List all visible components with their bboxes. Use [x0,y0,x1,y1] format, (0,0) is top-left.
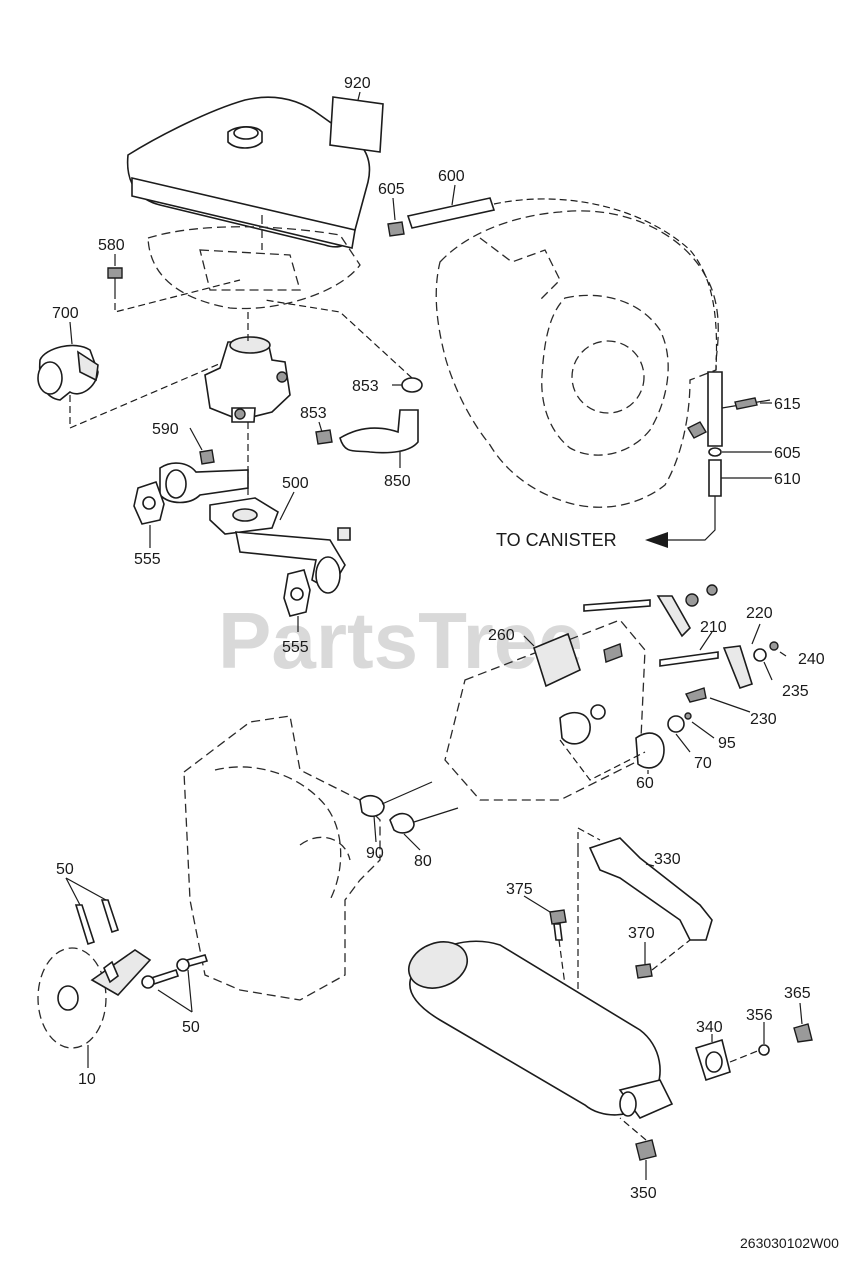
screw-605-top [387,221,405,237]
label-220: 220 [746,605,773,622]
label-230: 230 [750,711,777,728]
watermark: PartsTree [218,596,583,685]
blower-housing-ghost [435,210,719,508]
label-920: 920 [344,75,371,92]
label-330: 330 [654,851,681,868]
label-235: 235 [782,683,809,700]
arrow-to-canister [645,532,668,548]
label-340: 340 [696,1019,723,1036]
label-90: 90 [366,845,384,862]
pins-50-lower [141,954,209,989]
governor-gear-10 [37,947,152,1049]
air-cleaner-cover [126,96,371,310]
muffler [408,940,674,1119]
label-850: 850 [384,473,411,490]
label-365: 365 [784,985,811,1002]
label-500: 500 [282,475,309,492]
hose-600 [406,197,496,229]
gasket-555-left [133,480,165,525]
label-590: 590 [152,421,179,438]
nut-590 [199,449,215,465]
label-853-upper: 853 [352,378,379,395]
label-50-lower: 50 [182,1019,200,1036]
gasket-340 [694,1038,731,1082]
label-350: 350 [630,1185,657,1202]
decal-part [329,96,384,153]
label-375: 375 [506,881,533,898]
diagram-code: 263030102W00 [740,1235,839,1251]
bolt-580 [107,267,123,292]
gasket-555-right [283,569,311,617]
label-605-top: 605 [378,181,405,198]
label-60: 60 [636,775,654,792]
hose-615-assembly [687,371,771,497]
elbow-700 [37,344,99,401]
label-240: 240 [798,651,825,668]
clamp-853-upper [401,377,423,393]
label-70: 70 [694,755,712,772]
manifold-500 [159,462,351,594]
label-50-upper: 50 [56,861,74,878]
hose-850 [339,409,419,454]
label-80: 80 [414,853,432,870]
label-555-right: 555 [282,639,309,656]
label-615: 615 [774,396,801,413]
label-555-left: 555 [134,551,161,568]
clamp-853-lower [315,429,333,445]
muffler-bracket-330 [588,837,713,941]
crankcase-ghost [183,715,381,1001]
label-210: 210 [700,619,727,636]
label-700: 700 [52,305,79,322]
label-260: 260 [488,627,515,644]
washer-356 [758,1044,770,1056]
label-605-side: 605 [774,445,801,462]
label-600: 600 [438,168,465,185]
carburetor [204,336,291,423]
part-labels: 920 605 600 580 700 853 853 590 850 500 … [52,75,825,1202]
label-610: 610 [774,471,801,488]
bolt-375 [549,909,567,941]
pins-50-upper [74,899,120,946]
label-95: 95 [718,735,736,752]
label-853-lower: 853 [300,405,327,422]
label-580: 580 [98,237,125,254]
label-370: 370 [628,925,655,942]
label-356: 356 [746,1007,773,1024]
nut-350 [635,1139,657,1161]
to-canister-label: TO CANISTER [496,530,617,550]
nut-365 [793,1023,813,1043]
cylinder-head-ghost [444,619,646,801]
bolt-370 [635,963,653,979]
valve-train [359,584,779,834]
label-10: 10 [78,1071,96,1088]
